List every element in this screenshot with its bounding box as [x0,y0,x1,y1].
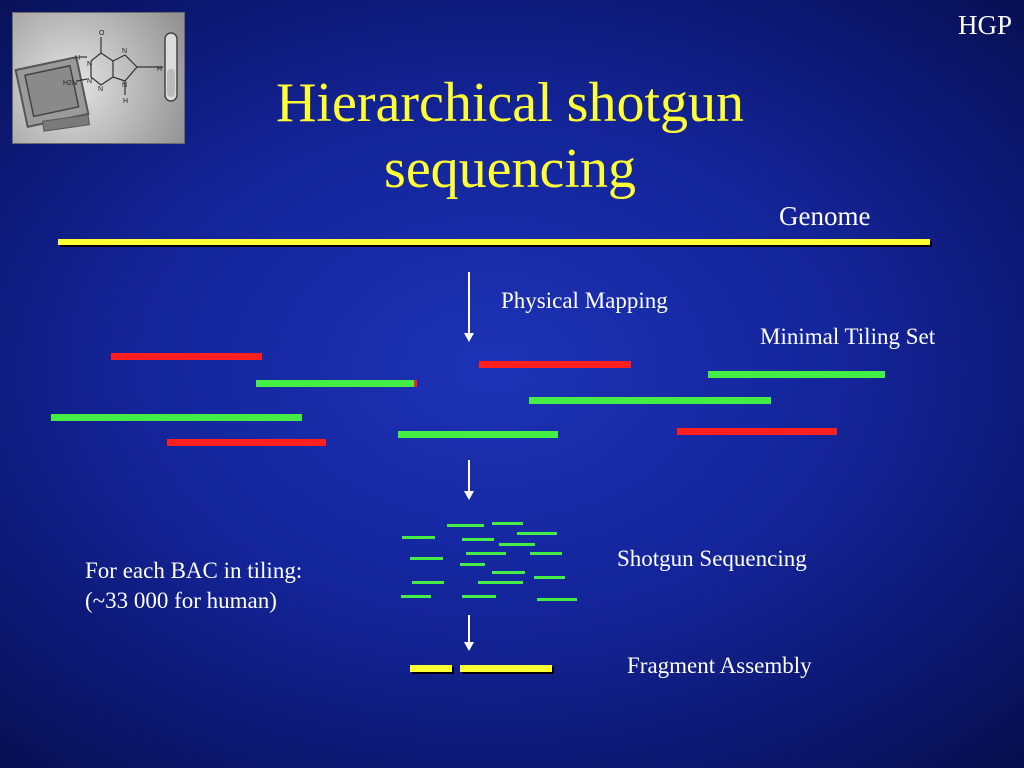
atom-label: O [99,30,105,37]
bac-clone-red [479,361,631,368]
atom-label: H [157,66,162,73]
shotgun-fragment [530,552,562,555]
slide-title: Hierarchical shotgun sequencing [200,70,820,202]
down-arrow-icon [463,460,475,500]
shotgun-fragment [517,532,557,535]
down-arrow-icon [463,272,475,342]
bac-clone-green [51,414,302,421]
shotgun-fragment [462,595,496,598]
slide-tag: HGP [957,10,1012,40]
shotgun-fragment [402,536,435,539]
atom-label: H [123,98,128,105]
shotgun-fragment [410,557,443,560]
atom-label: N [122,48,127,55]
bac-clone-green [529,397,771,404]
shotgun-fragment [460,563,485,566]
genome-line [58,239,930,245]
atom-label: N [122,82,127,89]
shotgun-fragment [534,576,565,579]
physical-mapping-label: Physical Mapping [501,288,668,313]
bac-clone-red [677,428,837,435]
atom-label: N [87,61,92,68]
bac-clone-red [111,353,262,360]
down-arrow-icon [463,615,475,651]
atom-label: H [75,55,80,62]
bac-note: For each BAC in tiling: (~33 000 for hum… [85,556,302,616]
shotgun-fragment [478,581,523,584]
atom-label: H2N [63,80,77,87]
dna-computer-logo: O H N N H2N N N N H H [12,12,185,144]
shotgun-fragment [462,538,494,541]
bac-clone-green [708,371,885,378]
bac-clone-green [256,380,416,387]
assembled-contig [410,665,452,672]
shotgun-fragment [466,552,506,555]
shotgun-fragment [492,571,525,574]
bac-note-line-1: For each BAC in tiling: [85,558,303,583]
atom-label: N [98,86,103,93]
bac-clone-red-tip [414,380,417,387]
shotgun-fragment [492,522,523,525]
title-line-2: sequencing [384,138,636,200]
title-line-1: Hierarchical shotgun [275,72,745,134]
shotgun-fragment [401,595,431,598]
bac-clone-green [398,431,558,438]
minimal-tiling-set-label: Minimal Tiling Set [760,324,936,349]
shotgun-sequencing-label: Shotgun Sequencing [617,546,807,571]
molecule-computer-icon: O H N N H2N N N N H H [14,30,178,132]
fragment-assembly-label: Fragment Assembly [627,653,812,678]
shotgun-fragment [447,524,484,527]
assembled-contig [460,665,552,672]
shotgun-fragment [537,598,577,601]
bac-clone-red [167,439,326,446]
bac-note-line-2: (~33 000 for human) [85,588,277,613]
shotgun-fragment [499,543,535,546]
shotgun-fragment [412,581,444,584]
atom-label: N [87,78,92,85]
genome-label: Genome [779,201,871,231]
